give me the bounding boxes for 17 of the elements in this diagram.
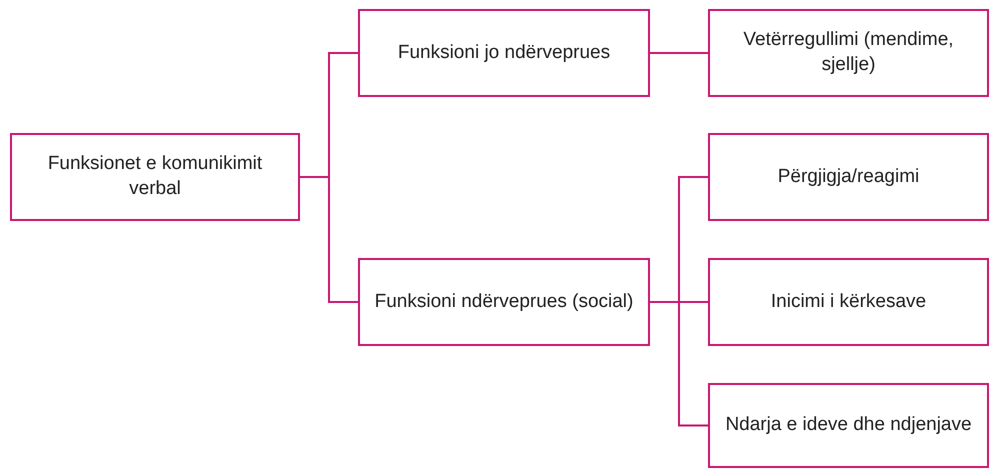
box-label: Inicimi i kërkesave	[770, 290, 926, 314]
connector-line	[300, 176, 358, 303]
process-box	[708, 9, 989, 97]
process-box	[708, 133, 989, 221]
box-label: Funksioni ndërveprues (social)	[374, 290, 634, 314]
process-box	[358, 258, 650, 346]
connector-line	[650, 301, 708, 426]
box-label: Funksionet e komunikimit verbal	[46, 152, 264, 201]
box-label: Përgjigja/reagimi	[778, 164, 920, 189]
process-box	[10, 133, 300, 221]
box-label: Funksioni jo ndërveprues	[398, 40, 610, 65]
box-label: Vetërregullimi (mendime, sjellje)	[742, 28, 955, 77]
process-box	[358, 9, 650, 97]
box-label: Ndarja e ideve dhe ndjenjave	[725, 413, 972, 438]
process-box	[708, 383, 989, 468]
connector-line	[650, 52, 708, 54]
process-box	[708, 258, 989, 346]
